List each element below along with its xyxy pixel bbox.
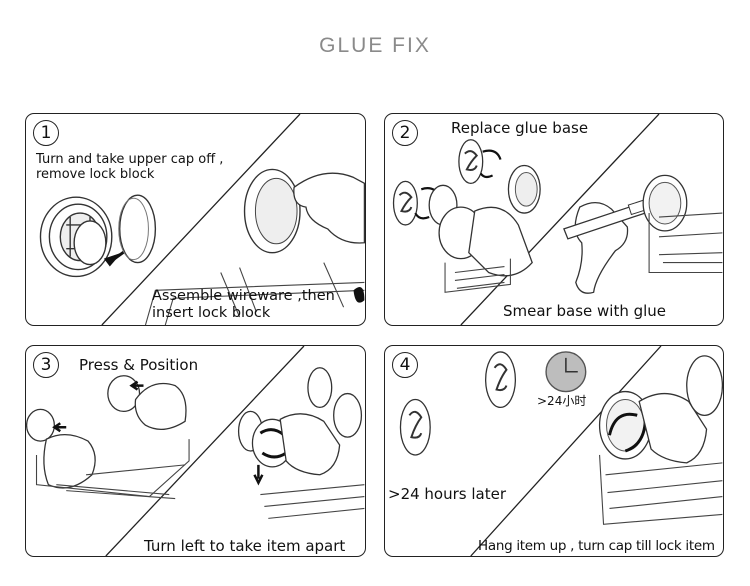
hand-icon — [279, 413, 341, 476]
step-1-caption-a: Turn and take upper cap off , — [36, 152, 224, 167]
step-4-caption-b: Hang item up , turn cap till lock item — [478, 538, 715, 554]
step-3-panel: 3 Press & Position Turn left to take ite… — [25, 345, 366, 557]
wire-basket-icon — [444, 258, 511, 293]
step-2-illustration — [392, 114, 723, 325]
wire-basket-icon — [144, 262, 365, 325]
step-number-badge: 2 — [392, 120, 418, 146]
step-number-badge: 4 — [392, 352, 418, 378]
suction-cup-icon — [26, 408, 55, 442]
hand-icon — [293, 172, 365, 244]
hand-icon — [638, 392, 708, 464]
step-2-panel: 2 Replace glue base Smear base with glue — [384, 113, 724, 326]
step-1-illustration — [39, 114, 365, 325]
upper-cap-icon — [119, 194, 157, 264]
wire-basket-icon — [35, 439, 190, 500]
hand-icon — [43, 434, 96, 489]
step-3-caption-a: Press & Position — [79, 356, 199, 374]
glue-base-icon — [399, 351, 517, 456]
wire-basket-icon — [599, 454, 723, 525]
step-4-caption-a: >24 hours later — [388, 485, 507, 503]
step-1-caption-c: Assemble wireware ,then — [152, 288, 335, 304]
glue-base-icon — [392, 139, 484, 226]
step-2-caption-b: Smear base with glue — [503, 302, 667, 320]
suction-cup-icon — [39, 196, 113, 278]
hand-icon — [134, 382, 187, 430]
step-1-caption-b: remove lock block — [36, 167, 155, 182]
step-3-caption-b: Turn left to take item apart — [144, 537, 346, 555]
clock-duration-label: >24小时 — [537, 394, 587, 408]
step-4-panel: 4 >24小时 >24 hours later Hang item up , t… — [384, 345, 724, 557]
page-title: GLUE FIX — [319, 34, 431, 57]
hand-icon — [468, 206, 533, 277]
step-4-illustration — [399, 346, 723, 556]
step-1-caption-d: insert lock block — [152, 305, 271, 321]
step-1-panel: 1 Turn and take upper cap off , remove l… — [25, 113, 366, 326]
step-2-caption-a: Replace glue base — [451, 119, 589, 137]
step-number-badge: 3 — [33, 352, 59, 378]
step-3-illustration — [26, 346, 365, 556]
step-number-badge: 1 — [33, 120, 59, 146]
